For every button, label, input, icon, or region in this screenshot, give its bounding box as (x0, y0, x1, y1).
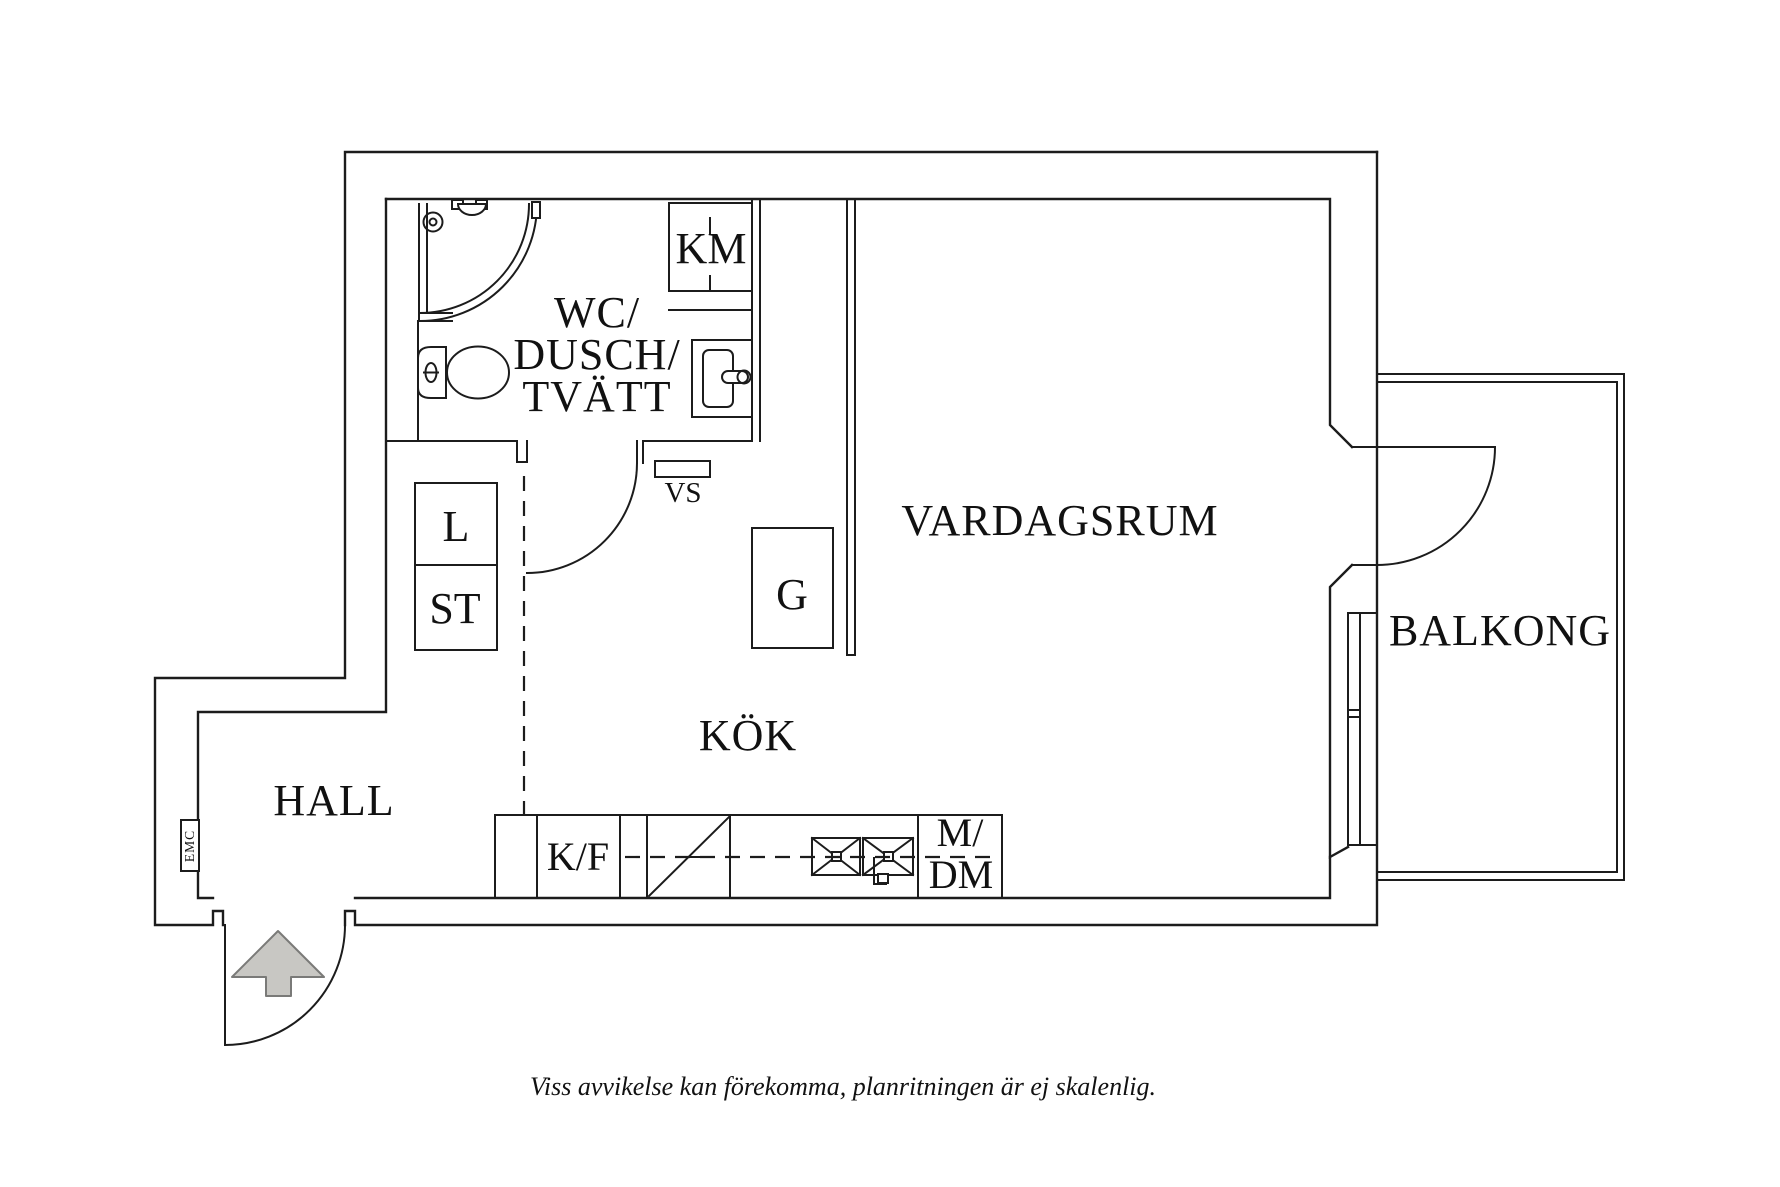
entry-arrow-icon (231, 930, 325, 997)
entry-door-arc (223, 923, 347, 1047)
fixture-label-st: ST (429, 584, 480, 633)
kitchen-counter (494, 814, 1003, 899)
room-label-livingroom: VARDAGSRUM (901, 496, 1218, 545)
vs-shaft-box (654, 460, 711, 478)
fixture-label-km: KM (676, 224, 747, 273)
fixture-label-g: G (776, 570, 808, 619)
room-label-kitchen: KÖK (699, 711, 797, 760)
balcony-walls (1376, 373, 1625, 881)
disclaimer-caption: Viss avvikelse kan förekomma, planritnin… (530, 1072, 1156, 1101)
balcony-door-arc (1375, 445, 1497, 567)
inner-walls (196, 197, 1354, 900)
room-label-bathroom-line3: TVÄTT (522, 372, 671, 421)
room-label-hall: HALL (273, 776, 394, 825)
fixture-label-vs: VS (664, 477, 701, 509)
bathroom-door-arc (525, 461, 639, 575)
bathroom-walls (385, 198, 761, 464)
balcony-door-sill (1351, 446, 1378, 566)
toilet-icon (417, 345, 510, 400)
outer-walls (153, 150, 1379, 927)
shower-icon (418, 199, 541, 323)
fixture-label-l: L (443, 502, 470, 551)
closet-st-box (414, 564, 498, 651)
washing-machine-icon (668, 202, 753, 311)
fixture-label-dm: DM (929, 852, 993, 897)
room-label-balcony: BALKONG (1389, 606, 1611, 655)
kitchen-sinks-icon (810, 836, 915, 885)
sink-icon (691, 339, 753, 418)
wardrobe-g-box (751, 527, 834, 649)
window-icon (1347, 612, 1378, 846)
fixture-label-m: M/ (937, 810, 985, 855)
electrical-cabinet-box (180, 819, 200, 872)
livingroom-west-wall (846, 198, 856, 656)
fixture-label-emc: EMC (182, 830, 197, 862)
room-label-bathroom-line2: DUSCH/ (513, 330, 680, 379)
room-label-bathroom-line1: WC/ (554, 288, 640, 337)
closet-l-box (414, 482, 498, 566)
fixture-label-kf: K/F (547, 834, 609, 879)
